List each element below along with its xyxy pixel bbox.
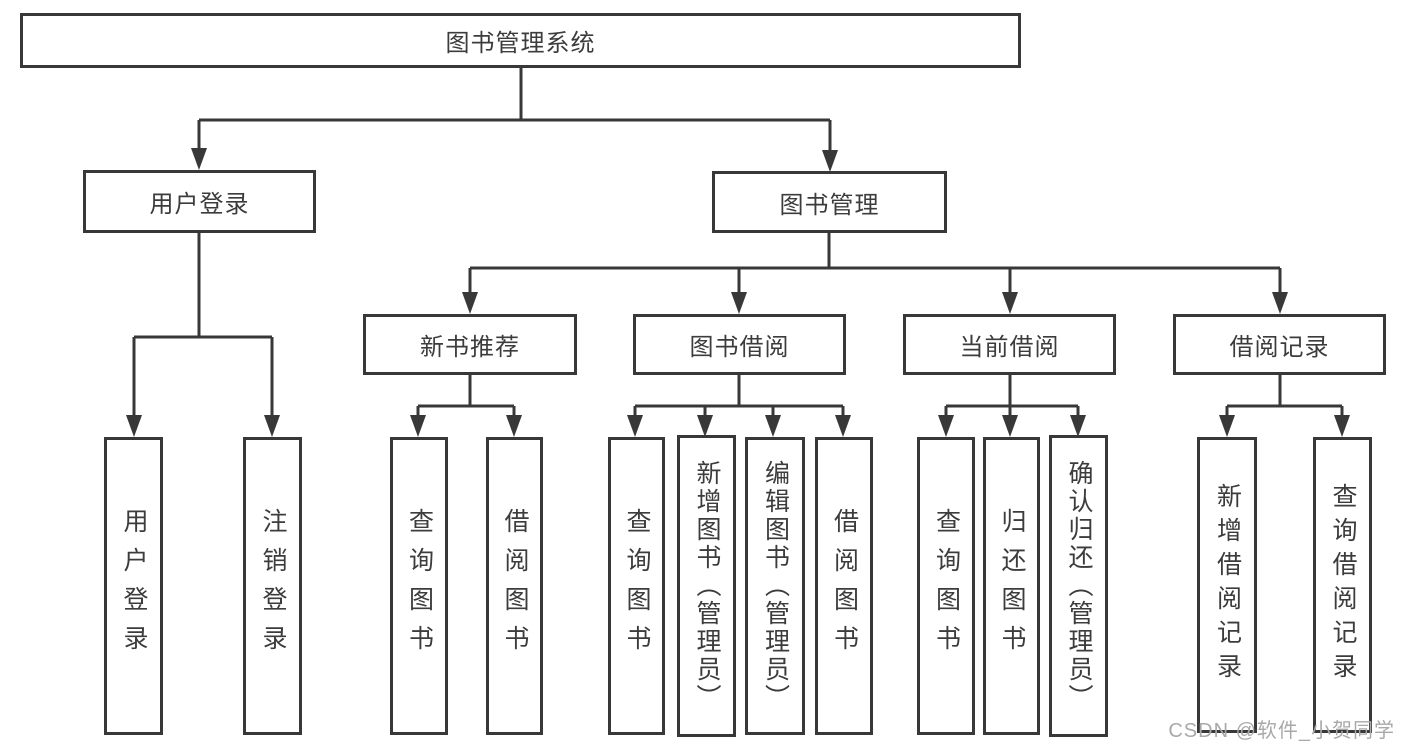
leaf-query-books-borrow: 查询图书 [608,437,665,735]
leaf-label: 新增借阅记录 [1213,483,1242,687]
watermark: CSDN @软件_小贺同学 [1168,720,1395,742]
leaf-label: 注销登录 [259,508,287,664]
arrowheads [126,148,1350,437]
leaf-label: 查询图书 [623,508,651,664]
node-root: 图书管理系统 [20,13,1021,68]
leaf-label: 用户登录 [120,508,148,664]
leaf-user-login: 用户登录 [104,437,163,735]
leaf-logout: 注销登录 [243,437,302,735]
leaf-borrow-books-newbook: 借阅图书 [486,437,543,735]
leaf-label: 查询图书 [932,508,961,664]
node-borrow-records: 借阅记录 [1173,314,1386,375]
leaf-label: 借阅图书 [830,508,859,664]
node-book-borrow: 图书借阅 [633,314,846,375]
leaf-borrow-books: 借阅图书 [815,437,873,735]
leaf-edit-books-admin: 编辑图书（管理员） [745,437,805,735]
leaf-label: 新增图书（管理员） [693,460,721,712]
leaf-query-books-newbook: 查询图书 [390,437,448,735]
leaf-add-books-admin: 新增图书（管理员） [677,435,736,737]
leaf-add-borrow-record: 新增借阅记录 [1197,437,1257,733]
node-book-management: 图书管理 [712,171,947,233]
leaf-query-books-current: 查询图书 [917,437,975,735]
leaf-query-borrow-record: 查询借阅记录 [1313,437,1372,733]
node-current-borrow: 当前借阅 [903,314,1116,375]
leaf-confirm-return-admin: 确认归还（管理员） [1049,435,1108,737]
leaf-label: 编辑图书（管理员） [761,460,790,712]
leaf-label: 借阅图书 [501,508,529,664]
leaf-label: 确认归还（管理员） [1065,460,1093,712]
leaf-label: 归还图书 [998,508,1026,664]
leaf-label: 查询图书 [405,508,434,664]
node-user-login: 用户登录 [83,170,316,233]
leaf-return-books: 归还图书 [983,437,1040,735]
node-new-book-recommend: 新书推荐 [363,314,577,375]
leaf-label: 查询借阅记录 [1329,483,1357,687]
